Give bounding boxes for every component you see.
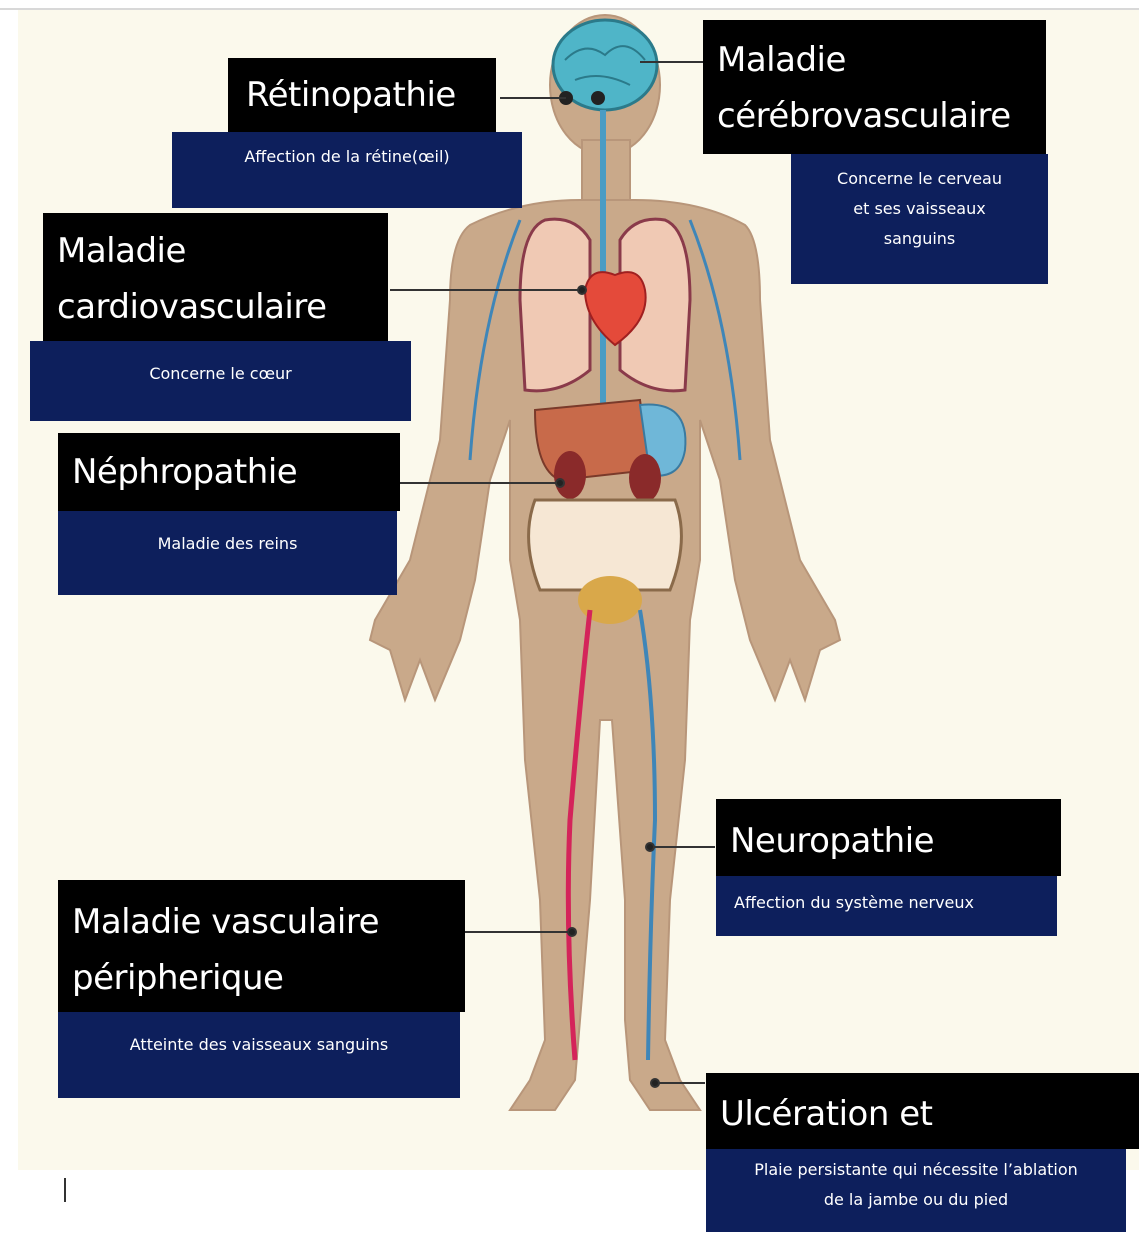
title-line: Maladie (57, 223, 374, 279)
kidney-icon (629, 454, 661, 502)
eye-icon (591, 91, 605, 105)
callout-title-retinopathie: Rétinopathie (228, 58, 496, 132)
title-line: cérébrovasculaire (717, 88, 1032, 144)
desc-line: Concerne le cerveau (791, 164, 1048, 194)
callout-desc-vasculaire-peripherique: Atteinte des vaisseaux sanguins (58, 1012, 460, 1098)
callout-title-ulceration: Ulcération et amputation (706, 1073, 1139, 1149)
text-cursor (64, 1178, 66, 1202)
kidney-icon (554, 451, 586, 499)
callout-title-cardiovasculaire: Maladie cardiovasculaire (43, 213, 388, 341)
callout-desc-retinopathie: Affection de la rétine(œil) (172, 132, 522, 208)
callout-title-neuropathie: Neuropathie (716, 799, 1061, 876)
title-line: Maladie vasculaire (72, 894, 451, 950)
callout-desc-neuropathie: Affection du système nerveux (716, 876, 1057, 936)
desc-line: Plaie persistante qui nécessite l’ablati… (706, 1155, 1126, 1185)
desc-line: sanguins (791, 224, 1048, 254)
callout-desc-nephropathie: Maladie des reins (58, 511, 397, 595)
desc-line: et ses vaisseaux (791, 194, 1048, 224)
desc-line: de la jambe ou du pied (706, 1185, 1126, 1215)
title-line: Maladie (717, 32, 1032, 88)
callout-title-vasculaire-peripherique: Maladie vasculaire péripherique (58, 880, 465, 1012)
callout-desc-cardiovasculaire: Concerne le cœur (30, 341, 411, 421)
callout-title-cerebrovasculaire: Maladie cérébrovasculaire (703, 20, 1046, 154)
title-line: péripherique (72, 950, 451, 1006)
title-line: cardiovasculaire (57, 279, 374, 335)
callout-title-nephropathie: Néphropathie (58, 433, 400, 511)
callout-desc-ulceration: Plaie persistante qui nécessite l’ablati… (706, 1149, 1126, 1232)
callout-desc-cerebrovasculaire: Concerne le cerveau et ses vaisseaux san… (791, 154, 1048, 284)
